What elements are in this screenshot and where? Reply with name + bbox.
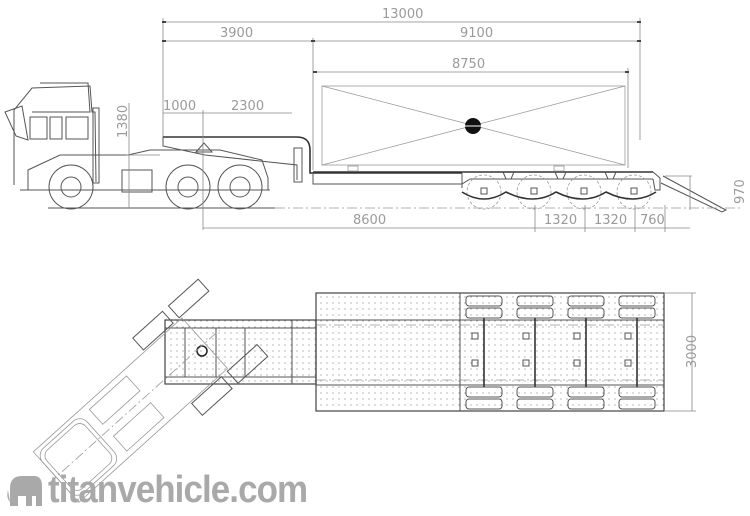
dim-kingpin-to-first-axle: 8600 <box>353 213 386 228</box>
trailer-axles-side <box>461 174 657 210</box>
dim-axle-spacing-1: 1320 <box>544 213 577 228</box>
trailer-deck <box>162 136 653 188</box>
side-view: 13000 3900 9100 8750 <box>4 7 748 232</box>
dim-kingpin-to-neck: 2300 <box>231 99 264 114</box>
dim-ramp-height: 970 <box>733 179 748 204</box>
dimension-lines-top <box>162 18 641 170</box>
dim-kingpin-offset: 1000 <box>163 99 196 114</box>
dim-overall-length: 13000 <box>382 7 423 22</box>
tractor-plan <box>32 278 269 503</box>
elephant-icon <box>7 476 43 506</box>
watermark: titanvehicle.com <box>6 468 330 512</box>
cargo-outline <box>321 85 626 166</box>
dim-gooseneck-length: 3900 <box>220 26 253 41</box>
platform-plan <box>315 292 665 412</box>
loading-ramp <box>652 171 728 213</box>
dim-axle-spacing-2: 1320 <box>594 213 627 228</box>
dim-load-length: 8750 <box>452 57 485 72</box>
dim-overall-width: 3000 <box>685 335 700 368</box>
dim-rear-overhang: 760 <box>640 213 665 228</box>
dim-fifth-wheel-height: 1380 <box>116 105 131 138</box>
trailer-axles-plan <box>465 295 656 410</box>
tractor-side <box>4 82 270 210</box>
watermark-text: titanvehicle.com <box>48 468 308 511</box>
plan-view: 3000 <box>32 278 700 503</box>
dim-platform-length: 9100 <box>460 26 493 41</box>
gooseneck-plan <box>164 319 317 385</box>
